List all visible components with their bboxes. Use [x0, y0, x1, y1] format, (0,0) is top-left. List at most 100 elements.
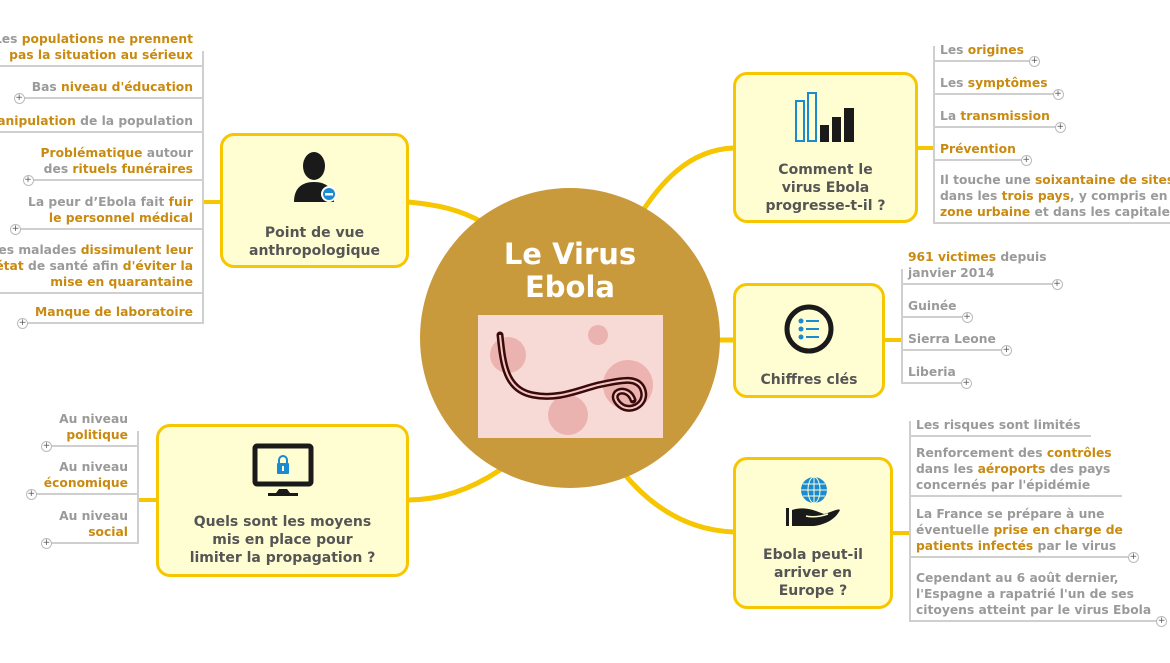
- expand-plus-icon[interactable]: +: [1028, 56, 1040, 67]
- subtopic-text: La peur d’Ebola fait: [28, 195, 169, 209]
- subtopic-text: Au niveau: [59, 460, 128, 474]
- subtopic-text: Sierra Leone: [908, 332, 996, 346]
- subtopic-europe-1[interactable]: Renforcement des contrôles dans les aéro…: [910, 445, 1122, 497]
- highlighted-text: social: [88, 525, 128, 539]
- highlighted-text: Manipulation: [0, 114, 76, 128]
- subtopic-text: autour des: [43, 146, 193, 176]
- topic-title: Quels sont les moyens mis en place pour …: [189, 514, 376, 566]
- subtopic-anthro-0[interactable]: Les populations ne prennent pas la situa…: [0, 31, 203, 67]
- monitor-lock-icon: [252, 443, 313, 496]
- expand-plus-icon[interactable]: +: [1051, 279, 1063, 290]
- subtopic-text: Bas: [31, 80, 61, 94]
- subtopic-chiffres-3[interactable]: Liberia +: [902, 364, 972, 389]
- highlighted-text: zone urbaine: [940, 205, 1031, 219]
- subtopic-europe-0[interactable]: Les risques sont limités: [910, 417, 1091, 437]
- subtopic-chiffres-0[interactable]: 961 victimes depuis janvier 2014+: [902, 249, 1063, 290]
- subtopic-text: dans les: [916, 462, 974, 476]
- expand-plus-icon[interactable]: +: [17, 318, 29, 329]
- expand-plus-icon[interactable]: +: [41, 538, 53, 549]
- subtopic-anthro-4[interactable]: La peur d’Ebola fait fuir le personnel m…: [10, 194, 203, 235]
- subtopic-quels-1[interactable]: Au niveau économique +: [25, 459, 138, 500]
- subtopic-anthro-6[interactable]: Manque de laboratoire +: [17, 304, 203, 329]
- subtopic-text: Cependant au 6 août dernier, l'Espagne a…: [916, 571, 1152, 617]
- highlighted-text: origines: [967, 43, 1024, 57]
- expand-plus-icon[interactable]: +: [1052, 89, 1064, 100]
- topic-progression[interactable]: Comment le virus Ebola progresse-t-il ?: [733, 72, 918, 223]
- central-topic[interactable]: Le Virus Ebola: [420, 188, 720, 488]
- expand-plus-icon[interactable]: +: [1020, 155, 1032, 166]
- expand-plus-icon[interactable]: +: [1000, 345, 1012, 356]
- subtopic-text: Il touche une: [940, 173, 1035, 187]
- expand-plus-icon[interactable]: +: [25, 489, 37, 500]
- subtopic-bracket: [137, 431, 139, 544]
- link-anthro: [405, 199, 485, 225]
- topic-chiffres-cles[interactable]: Chiffres clés: [733, 283, 885, 398]
- subtopic-bracket: [909, 421, 911, 622]
- subtopic-chiffres-2[interactable]: Sierra Leone +: [902, 331, 1012, 356]
- expand-plus-icon[interactable]: +: [13, 93, 25, 104]
- expand-plus-icon[interactable]: +: [22, 175, 34, 186]
- subtopic-quels-2[interactable]: Au niveau social +: [41, 508, 138, 549]
- highlighted-text: niveau d'éducation: [60, 80, 193, 94]
- subtopic-text: La: [940, 109, 961, 123]
- expand-plus-icon[interactable]: +: [960, 378, 972, 389]
- subtopic-bracket: [901, 269, 903, 384]
- expand-plus-icon[interactable]: +: [1127, 552, 1139, 563]
- subtopic-anthro-1[interactable]: Bas niveau d'éducation +: [13, 79, 203, 104]
- highlighted-text: populations ne prennent pas la situation…: [9, 32, 193, 62]
- subtopic-text: Au niveau: [59, 412, 128, 426]
- expand-plus-icon[interactable]: +: [10, 224, 21, 235]
- subtopic-text: Guinée: [908, 299, 957, 313]
- subtopic-text: et dans les capitales: [1030, 205, 1170, 219]
- central-topic-title: Le Virus Ebola: [503, 237, 637, 304]
- subtopic-comment-3[interactable]: Prévention +: [934, 141, 1032, 166]
- person-minus-icon: [293, 152, 337, 202]
- expand-plus-icon[interactable]: +: [41, 441, 53, 452]
- expand-plus-icon[interactable]: +: [1156, 616, 1168, 627]
- subtopic-comment-1[interactable]: Les symptômes +: [934, 75, 1064, 100]
- topic-anthropologique[interactable]: Point de vue anthropologique: [220, 133, 409, 268]
- highlighted-text: économique: [43, 476, 128, 490]
- highlighted-text: soixantaine de sites: [1034, 173, 1170, 187]
- highlighted-text: politique: [66, 428, 128, 442]
- topic-title: Comment le virus Ebola progresse-t-il ?: [765, 162, 886, 214]
- subtopic-comment-0[interactable]: Les origines +: [934, 42, 1040, 67]
- subtopic-quels-0[interactable]: Au niveau politique +: [41, 411, 138, 452]
- topic-moyens[interactable]: Quels sont les moyens mis en place pour …: [156, 424, 409, 577]
- highlighted-text: transmission: [960, 109, 1050, 123]
- subtopic-anthro-2[interactable]: Manipulation de la population+: [0, 113, 203, 133]
- topic-europe[interactable]: Ebola peut-il arriver en Europe ?: [733, 457, 893, 609]
- subtopic-comment-4[interactable]: Il touche une soixantaine de sites dans …: [934, 172, 1170, 224]
- topic-title: Ebola peut-il arriver en Europe ?: [763, 547, 863, 599]
- highlighted-text: Problématique: [40, 146, 143, 160]
- subtopic-text: de la population: [75, 114, 193, 128]
- subtopic-text: Liberia: [908, 365, 956, 379]
- subtopic-text: Les: [940, 76, 968, 90]
- subtopic-text: dans les: [940, 189, 998, 203]
- highlighted-text: dissimulent leur état: [0, 243, 193, 273]
- expand-plus-icon[interactable]: +: [961, 312, 973, 323]
- ebola-virus-image: [478, 315, 663, 438]
- bar-chart-icon: [794, 92, 854, 142]
- expand-plus-icon[interactable]: +: [1054, 122, 1066, 133]
- subtopic-anthro-3[interactable]: Problématique autour des rituels funérai…: [22, 145, 203, 186]
- subtopic-text: Les: [0, 32, 18, 46]
- highlighted-text: Manque de laboratoire: [35, 305, 193, 319]
- link-europe: [623, 473, 736, 535]
- subtopic-text: Les risques sont limités: [916, 418, 1081, 432]
- subtopic-europe-3[interactable]: Cependant au 6 août dernier, l'Espagne a…: [910, 570, 1168, 627]
- subtopic-europe-2[interactable]: La France se prépare à une éventuelle pr…: [910, 506, 1139, 563]
- subtopic-text: Au niveau: [59, 509, 128, 523]
- subtopic-comment-2[interactable]: La transmission +: [934, 108, 1066, 133]
- subtopic-bracket: [202, 51, 204, 324]
- highlighted-text: symptômes: [967, 76, 1048, 90]
- hand-globe-icon: [786, 476, 840, 526]
- subtopic-text: par le virus: [1033, 539, 1117, 553]
- subtopic-anthro-5[interactable]: Les malades dissimulent leur état de san…: [0, 242, 203, 294]
- subtopic-text: Les: [940, 43, 968, 57]
- subtopic-chiffres-1[interactable]: Guinée +: [902, 298, 973, 323]
- highlighted-text: prise en charge de patients infectés: [916, 523, 1123, 553]
- list-icon: [784, 304, 834, 354]
- topic-title: Chiffres clés: [760, 372, 858, 388]
- highlighted-text: Prévention: [940, 142, 1016, 156]
